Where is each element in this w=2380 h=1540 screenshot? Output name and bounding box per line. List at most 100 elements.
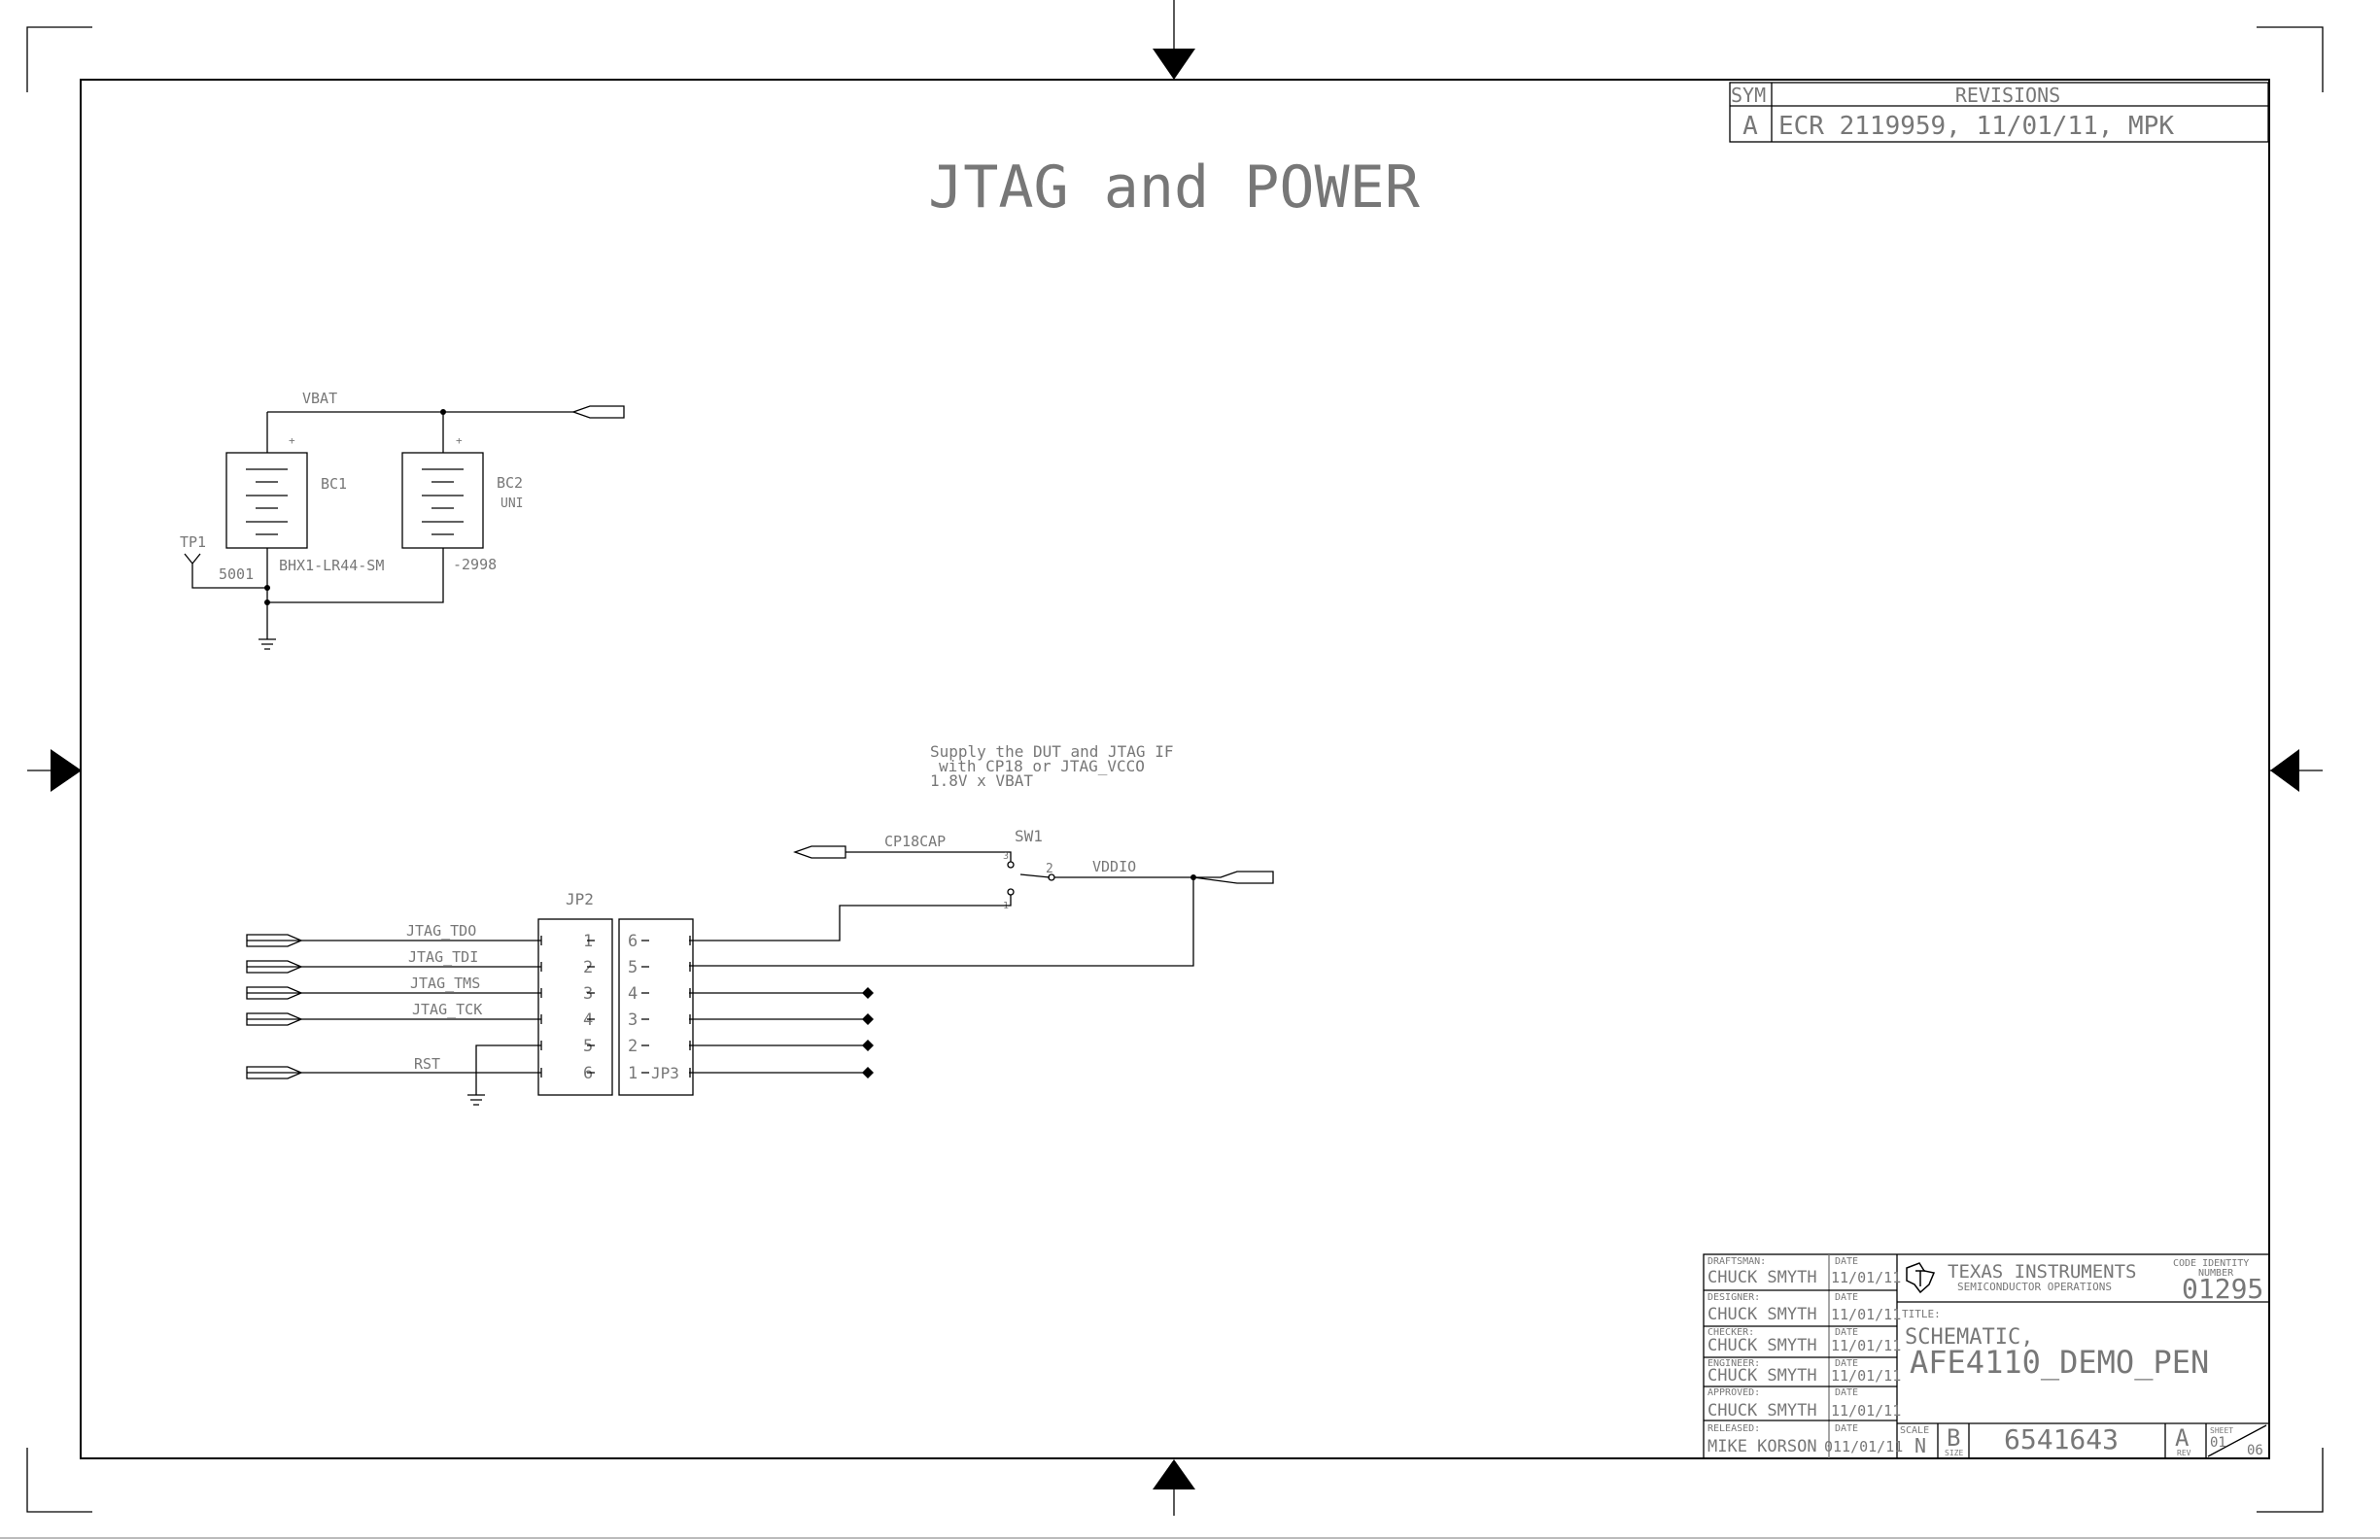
tb-row3-name: CHUCK SMYTH — [1707, 1336, 1817, 1355]
tb-row5-date: 11/01/11 — [1831, 1402, 1901, 1420]
net-jtag-tdo: JTAG_TDO — [406, 922, 476, 940]
switch-sw1: CP18CAP SW1 3 2 1 VDDIO — [689, 827, 1274, 967]
tb-row3-role: CHECKER: — [1707, 1327, 1754, 1338]
bc2-label: BC2 — [497, 474, 523, 492]
tb-row5-role: APPROVED: — [1707, 1387, 1760, 1398]
jp2-pin3: 3 — [583, 984, 593, 1004]
tb-row5-date-label: DATE — [1835, 1387, 1858, 1398]
bc2-plus: + — [456, 434, 463, 447]
bc2-sub: UNI — [500, 496, 523, 511]
revisions-header: REVISIONS — [1955, 84, 2060, 107]
jp2-pin2: 2 — [583, 958, 593, 977]
test-point-tp1: TP1 5001 — [180, 533, 267, 589]
texas-instruments-logo-icon — [1906, 1262, 1936, 1294]
bc2-part: -2998 — [453, 556, 497, 573]
code-identity: 01295 — [2182, 1273, 2263, 1305]
tb-row2-date-label: DATE — [1835, 1292, 1858, 1303]
net-jtag-tdi: JTAG_TDI — [408, 948, 478, 966]
jtag-left-nets: JTAG_TDO JTAG_TDI JTAG_TMS JTAG_TCK RST — [246, 922, 541, 1106]
page-title: JTAG and POWER — [928, 154, 1421, 222]
jtag-tms-port — [246, 986, 303, 1000]
tb-row1-date: 11/01/11 — [1831, 1269, 1901, 1286]
rst-port — [246, 1066, 303, 1079]
tb-row1-date-label: DATE — [1835, 1256, 1858, 1267]
tb-row1-name: CHUCK SMYTH — [1707, 1268, 1817, 1287]
drawing-border — [80, 79, 2270, 1459]
tb-row6-date: 011/01/11 — [1824, 1438, 1903, 1455]
tp1-part: 5001 — [219, 565, 254, 583]
title-block: DRAFTSMAN: CHUCK SMYTH DATE 11/01/11 DES… — [1703, 1253, 2270, 1459]
sw1-label: SW1 — [1015, 827, 1043, 845]
vbat-port-connector — [571, 405, 625, 419]
company-division: SEMICONDUCTOR OPERATIONS — [1957, 1281, 2112, 1293]
connector-jp2: JP2 1 2 3 4 5 6 — [537, 890, 613, 1096]
tb-row5-name: CHUCK SMYTH — [1707, 1401, 1817, 1420]
size-value: B — [1947, 1424, 1960, 1452]
bc1-part: BHX1-LR44-SM — [279, 557, 384, 574]
drawing-number: 6541643 — [2004, 1423, 2119, 1455]
tb-row3-date-label: DATE — [1835, 1327, 1858, 1338]
revisions-entry: ECR 2119959, 11/01/11, MPK — [1778, 112, 2174, 141]
net-rst: RST — [414, 1055, 440, 1073]
battery-bc2: + BC2 UNI -2998 — [401, 434, 523, 573]
jp2-pin4: 4 — [583, 1010, 593, 1030]
jtag-tck-port — [246, 1012, 303, 1026]
jp2-pin5: 5 — [583, 1037, 593, 1056]
net-jtag-tms: JTAG_TMS — [410, 975, 480, 992]
battery-bc1: + BC1 BHX1-LR44-SM — [225, 434, 384, 574]
revisions-block: SYM REVISIONS A ECR 2119959, 11/01/11, M… — [1729, 82, 2269, 143]
jp2-pin6: 6 — [583, 1064, 593, 1083]
jtag-tdi-port — [246, 960, 303, 974]
jp2-pin1: 1 — [583, 932, 593, 951]
tb-row4-name: CHUCK SMYTH — [1707, 1366, 1817, 1386]
tb-row3-date: 11/01/11 — [1831, 1337, 1901, 1354]
size-label: SIZE — [1945, 1449, 1963, 1457]
rev-value: A — [2175, 1424, 2190, 1452]
sheet-label: SHEET — [2210, 1426, 2233, 1435]
bc1-plus: + — [289, 434, 295, 447]
jp3-pin-a: 6 — [628, 932, 638, 951]
jp2-ground-symbol — [467, 1094, 485, 1106]
jtag-tdo-port — [246, 934, 303, 947]
company-name: TEXAS INSTRUMENTS — [1948, 1261, 2136, 1283]
tb-row4-date: 11/01/11 — [1831, 1367, 1901, 1385]
crop-marks — [26, 26, 2324, 1513]
sheet-total: 06 — [2247, 1443, 2263, 1458]
net-jtag-tck: JTAG_TCK — [412, 1001, 482, 1018]
sheet-value: 01 — [2210, 1435, 2226, 1451]
code-identity-label1: CODE IDENTITY — [2173, 1258, 2249, 1269]
tb-row6-date-label: DATE — [1835, 1423, 1858, 1434]
cp18cap-net-label: CP18CAP — [884, 833, 946, 850]
tp1-label: TP1 — [180, 533, 206, 551]
cp18cap-port-connector — [793, 845, 846, 859]
revisions-sym-header: SYM — [1731, 84, 1766, 107]
sw1-pin2: 2 — [1046, 862, 1053, 876]
tb-row6-role: RELEASED: — [1707, 1423, 1760, 1434]
tb-row2-date: 11/01/11 — [1831, 1306, 1901, 1323]
tb-row2-name: CHUCK SMYTH — [1707, 1305, 1817, 1324]
code-identity-label2: NUMBER — [2198, 1268, 2234, 1279]
center-marks — [27, 0, 2323, 1516]
tb-row4-date-label: DATE — [1835, 1358, 1858, 1369]
jp3-pin-f: 1 — [628, 1064, 638, 1083]
jp3-pin-c: 4 — [628, 984, 638, 1004]
title-line2: AFE4110_DEMO_PEN — [1910, 1344, 2209, 1381]
vbat-net-label: VBAT — [302, 390, 337, 407]
note-line2: with CP18 or JTAG_VCCO — [939, 757, 1145, 775]
note-line1: Supply the DUT and JTAG IF — [930, 742, 1173, 761]
connector-jp3: JP3 6 5 4 3 2 1 — [618, 918, 694, 1096]
sw1-pin3: 3 — [1003, 851, 1009, 862]
title-label: TITLE: — [1902, 1308, 1941, 1320]
jp3-pin-d: 3 — [628, 1010, 638, 1030]
supply-note: Supply the DUT and JTAG IF with CP18 or … — [930, 742, 1173, 790]
tb-row4-role: ENGINEER: — [1707, 1358, 1760, 1369]
jp3-unused-pins — [689, 987, 874, 1078]
jp3-pin-b: 5 — [628, 958, 638, 977]
scale-value: N — [1914, 1434, 1926, 1457]
tb-row2-role: DESIGNER: — [1707, 1292, 1760, 1303]
connector-pin-stubs — [540, 936, 691, 1078]
revisions-sym: A — [1742, 112, 1758, 141]
jp2-label: JP2 — [566, 890, 594, 908]
title-line1: SCHEMATIC, — [1905, 1325, 2033, 1350]
